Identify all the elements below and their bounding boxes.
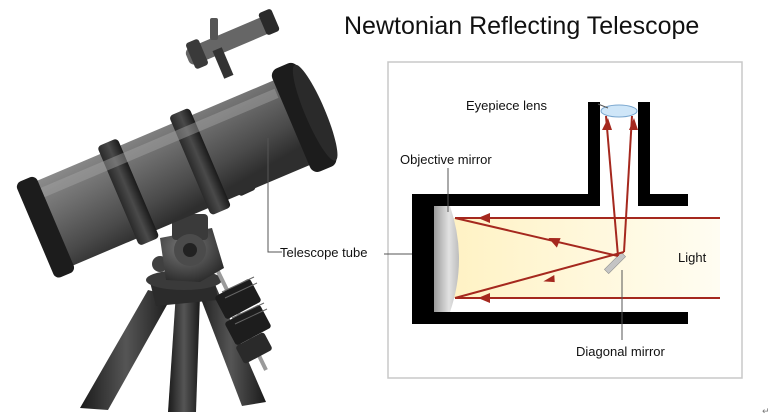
light-label: Light — [678, 250, 707, 265]
objective-mirror — [434, 206, 459, 312]
corner-mark: ↵ — [762, 407, 770, 417]
objective-mirror-label: Objective mirror — [400, 152, 492, 167]
diagonal-mirror-label: Diagonal mirror — [576, 344, 666, 359]
telescope-tube-label: Telescope tube — [280, 245, 367, 260]
finder-scope — [185, 9, 280, 79]
ray-arrowheads — [478, 118, 638, 303]
tube-leader-line — [267, 138, 282, 253]
diagonal-mirror — [604, 252, 626, 274]
light-rays — [454, 115, 720, 299]
telescope-illustration — [16, 9, 338, 412]
light-beam — [452, 218, 720, 298]
schematic-tube — [412, 102, 688, 324]
diagram-title: Newtonian Reflecting Telescope — [344, 12, 699, 40]
telescope-tube-body — [16, 62, 338, 278]
eyepiece-lens-label: Eyepiece lens — [466, 98, 547, 113]
counterweight — [208, 254, 272, 371]
schematic-panel: Eyepiece lens Objective mirror Light Dia… — [384, 61, 743, 379]
eyepiece-leader-line — [597, 103, 609, 109]
eyepiece-lens — [600, 104, 638, 118]
